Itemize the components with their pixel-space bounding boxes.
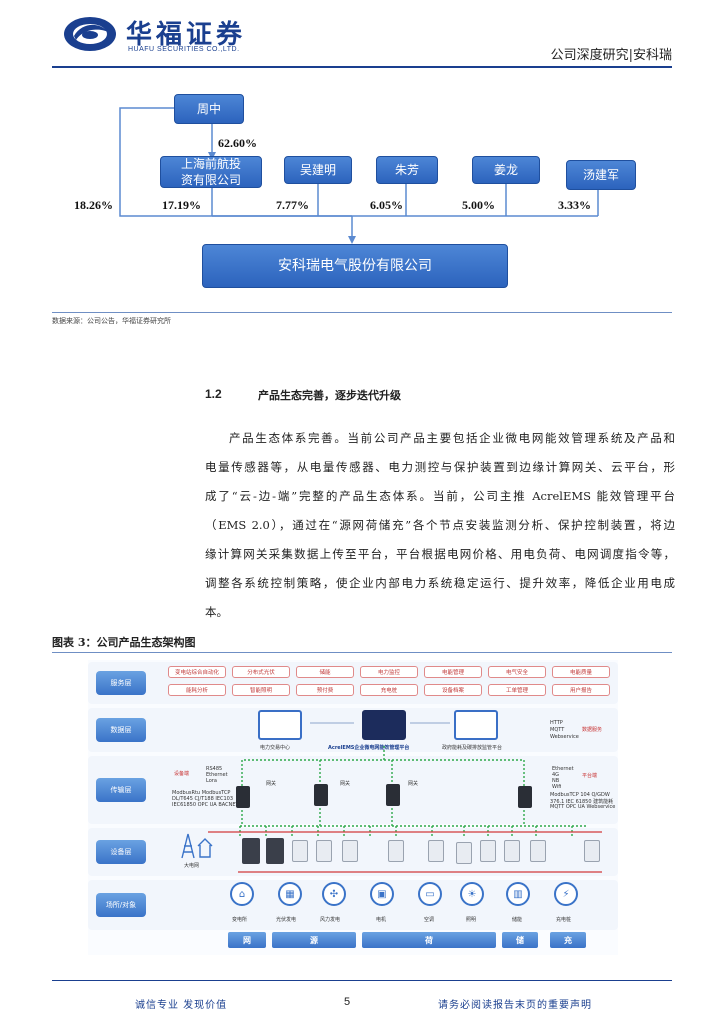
power-meter-icon bbox=[480, 840, 496, 862]
holder-1-pct: 17.19% bbox=[162, 198, 201, 213]
para-line: 缘计算网关采集数据上传至平台，平台根据电网价格、用电负荷、电网调度指令等， bbox=[205, 540, 675, 569]
measurement-device-icon bbox=[266, 838, 284, 864]
architecture-connectors bbox=[88, 660, 618, 955]
section-title: 产品生态完善，逐步迭代升级 bbox=[258, 387, 401, 403]
footer-divider bbox=[52, 980, 672, 981]
object-label: 变电所 bbox=[232, 916, 247, 923]
para-line: 本。 bbox=[205, 598, 675, 627]
holder-2-name: 吴建明 bbox=[300, 162, 336, 178]
air-conditioner-icon: ▭ bbox=[418, 882, 442, 906]
page-number: 5 bbox=[344, 996, 350, 1008]
object-label: 空调 bbox=[424, 916, 434, 923]
category-load: 荷 bbox=[362, 932, 496, 948]
power-meter-icon bbox=[530, 840, 546, 862]
holder-4-name: 姜龙 bbox=[494, 162, 518, 178]
para-line: 电量传感器等，从电量传感器、电力测控与保护装置到边缘计算网关、云平台，形 bbox=[205, 453, 675, 482]
top-holder-pct: 62.60% bbox=[218, 136, 257, 151]
power-meter-icon bbox=[504, 840, 520, 862]
figure-divider bbox=[52, 652, 672, 653]
para-line: 产品生态体系完善。当前公司产品主要包括企业微电网能效管理系统及产品和 bbox=[205, 424, 675, 453]
power-meter-icon bbox=[428, 840, 444, 862]
holder-3-pct: 6.05% bbox=[370, 198, 403, 213]
holder-box-5: 汤建军 bbox=[566, 160, 636, 190]
holder-3-name: 朱芳 bbox=[395, 162, 419, 178]
footer-disclaimer: 请务必阅读报告末页的重要声明 bbox=[438, 996, 592, 1011]
para-line: 调整各系统控制策略，使企业内部电力系统稳定运行、提升效率，降低企业用电成 bbox=[205, 569, 675, 598]
chart-divider bbox=[52, 312, 672, 313]
figure-label: 图表 3：公司产品生态架构图 bbox=[52, 634, 195, 650]
top-holder-name: 周中 bbox=[197, 101, 221, 117]
top-holder-box: 周中 bbox=[174, 94, 244, 124]
footer-slogan: 诚信专业 发现价值 bbox=[135, 996, 227, 1011]
holder-5-name: 汤建军 bbox=[583, 167, 619, 183]
relay-protection-device-icon bbox=[242, 838, 260, 864]
wind-power-icon: ✣ bbox=[322, 882, 346, 906]
object-label: 风力发电 bbox=[320, 916, 340, 923]
power-meter-icon bbox=[316, 840, 332, 862]
category-source: 源 bbox=[272, 932, 356, 948]
power-meter-icon bbox=[388, 840, 404, 862]
object-label: 光伏发电 bbox=[276, 916, 296, 923]
solar-icon: ▦ bbox=[278, 882, 302, 906]
holder-box-2: 吴建明 bbox=[284, 156, 352, 184]
power-meter-icon bbox=[342, 840, 358, 862]
charging-pile-icon: ⚡ bbox=[554, 882, 578, 906]
holder-5-pct: 3.33% bbox=[558, 198, 591, 213]
power-meter-icon bbox=[456, 842, 472, 864]
object-label: 储能 bbox=[512, 916, 522, 923]
huafu-logo-icon bbox=[62, 14, 118, 54]
object-label: 电机 bbox=[376, 916, 386, 923]
company-box: 安科瑞电气股份有限公司 bbox=[202, 244, 508, 288]
motor-icon: ▣ bbox=[370, 882, 394, 906]
category-storage: 储 bbox=[502, 932, 538, 948]
holder-1-name-line1: 上海前航投 bbox=[181, 157, 241, 171]
grid-label: 大电网 bbox=[184, 862, 199, 869]
para-line: 成了“云-边-端”完整的产品生态体系。当前，公司主推 AcrelEMS 能效管理… bbox=[205, 482, 675, 511]
section-number: 1.2 bbox=[205, 387, 222, 401]
object-label: 充电桩 bbox=[556, 916, 571, 923]
power-meter-icon bbox=[292, 840, 308, 862]
doc-title: 公司深度研究|安科瑞 bbox=[551, 44, 672, 63]
para-line: （EMS 2.0），通过在“源网荷储充”各个节点安装监测分析、保护控制装置，将边 bbox=[205, 511, 675, 540]
section-paragraph: 产品生态体系完善。当前公司产品主要包括企业微电网能效管理系统及产品和 电量传感器… bbox=[205, 424, 675, 627]
category-charge: 充 bbox=[550, 932, 586, 948]
category-grid: 网 bbox=[228, 932, 266, 948]
holder-4-pct: 5.00% bbox=[462, 198, 495, 213]
data-source: 数据来源：公司公告，华福证券研究所 bbox=[52, 316, 171, 326]
lighting-icon: ☀ bbox=[460, 882, 484, 906]
header-divider bbox=[52, 66, 672, 68]
architecture-figure: 服务层 数据层 传输层 设备层 场所/对象 变电站综合自动化 分布式光伏 储能 … bbox=[88, 660, 618, 955]
energy-storage-icon: ▥ bbox=[506, 882, 530, 906]
holder-1-name-line2: 资有限公司 bbox=[181, 173, 241, 187]
company-name: 安科瑞电气股份有限公司 bbox=[278, 258, 432, 274]
holder-box-1: 上海前航投资有限公司 bbox=[160, 156, 262, 188]
ownership-chart: 周中 62.60% 上海前航投资有限公司 吴建明 朱芳 姜龙 汤建军 18.26… bbox=[52, 80, 676, 320]
holder-2-pct: 7.77% bbox=[276, 198, 309, 213]
holder-box-4: 姜龙 bbox=[472, 156, 540, 184]
substation-icon: ⌂ bbox=[230, 882, 254, 906]
logo-english-name: HUAFU SECURITIES CO.,LTD. bbox=[128, 46, 240, 53]
direct-pct: 18.26% bbox=[74, 198, 113, 213]
holder-box-3: 朱芳 bbox=[376, 156, 438, 184]
object-label: 照明 bbox=[466, 916, 476, 923]
power-grid-icon bbox=[174, 830, 214, 860]
power-meter-icon bbox=[584, 840, 600, 862]
